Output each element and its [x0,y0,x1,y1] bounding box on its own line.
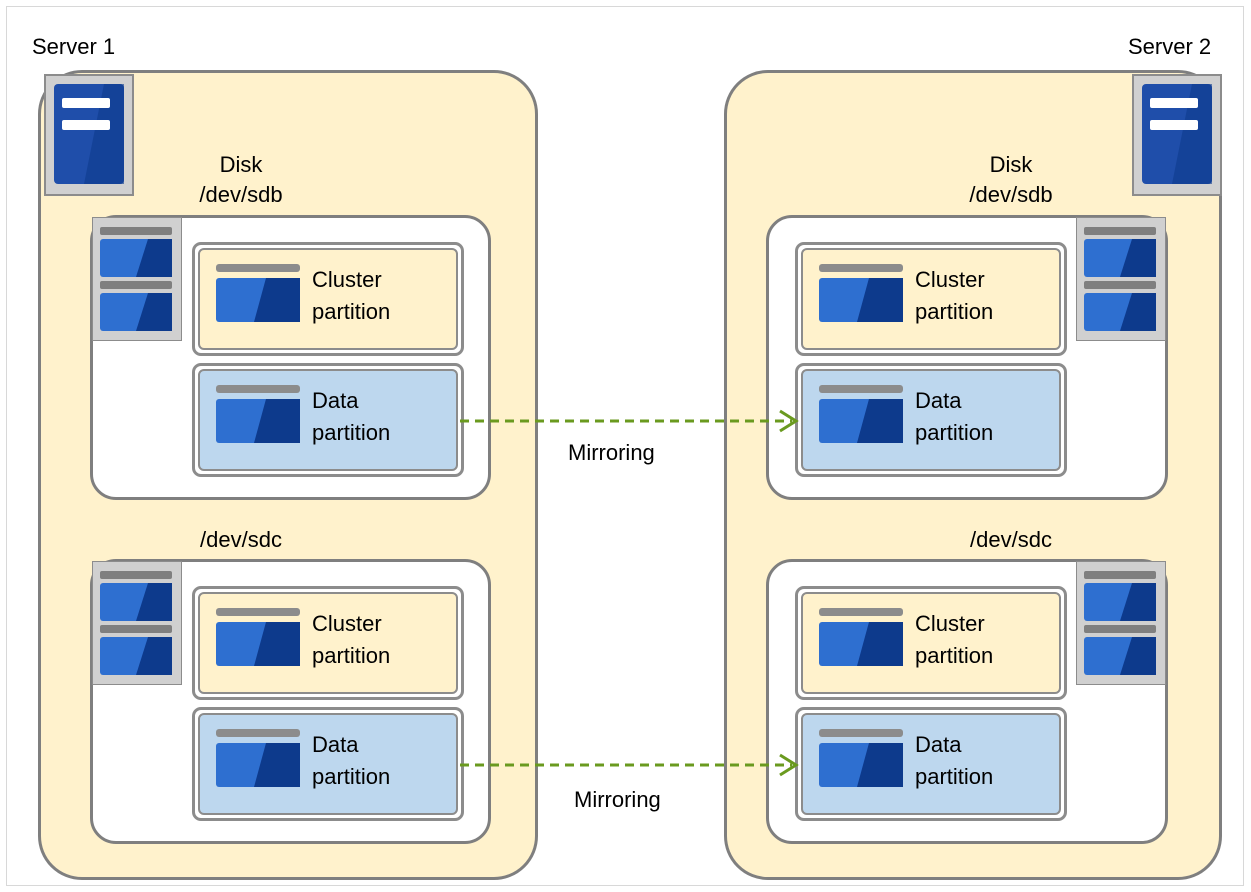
data-partition: Data partition [795,363,1067,477]
partition-label-line2: partition [312,299,391,324]
mirroring-arrow-sdc [460,753,799,777]
disk-label-line1: Disk [219,152,263,177]
partition-icon [216,729,300,787]
disk-label-line2: /dev/sdc [970,527,1052,552]
partition-icon [216,385,300,443]
cluster-partition: Cluster partition [192,242,464,356]
partition-label-line1: Cluster [915,267,985,292]
cluster-partition: Cluster partition [192,586,464,700]
partition-icon [819,385,903,443]
disk-drive-icon [92,561,182,685]
mirroring-label: Mirroring [574,787,661,812]
partition-icon [819,264,903,322]
partition-label-line2: partition [915,299,994,324]
partition-label-line2: partition [312,764,391,789]
disk-drive-icon [92,217,182,341]
partition-icon [819,729,903,787]
data-partition: Data partition [795,707,1067,821]
partition-label-line1: Cluster [312,267,382,292]
partition-label-line2: partition [312,420,391,445]
disk-label-line2: /dev/sdc [200,527,282,552]
server-1-label: Server 1 [32,34,116,59]
disk-label-line2: /dev/sdb [199,182,283,207]
server-2-label: Server 2 [1128,34,1212,59]
mirroring-label: Mirroring [568,440,655,465]
partition-label-line1: Data [915,732,962,757]
partition-label-line2: partition [312,643,391,668]
server-icon [44,74,134,196]
partition-label-line1: Cluster [915,611,985,636]
partition-label-line1: Cluster [312,611,382,636]
disk-drive-icon [1076,561,1166,685]
partition-label-line2: partition [915,764,994,789]
partition-icon [216,264,300,322]
partition-label-line1: Data [312,388,359,413]
partition-icon [819,608,903,666]
data-partition: Data partition [192,363,464,477]
partition-label-line2: partition [915,643,994,668]
partition-label-line2: partition [915,420,994,445]
diagram-frame [6,6,1244,886]
partition-label-line1: Data [312,732,359,757]
mirroring-arrow-sdb [460,409,799,433]
cluster-partition: Cluster partition [795,242,1067,356]
data-partition: Data partition [192,707,464,821]
disk-label-line1: Disk [989,152,1033,177]
cluster-partition: Cluster partition [795,586,1067,700]
partition-icon [216,608,300,666]
disk-label-line2: /dev/sdb [969,182,1053,207]
partition-label-line1: Data [915,388,962,413]
disk-drive-icon [1076,217,1166,341]
server-icon [1132,74,1222,196]
